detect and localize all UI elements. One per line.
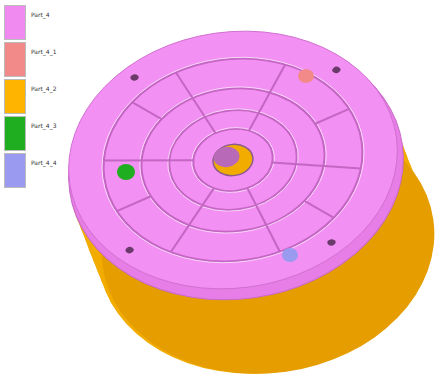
legend-swatch [4,153,26,188]
legend-entry: Part_4_3 [4,116,84,153]
legend-entry: Part_4_2 [4,79,84,116]
legend-entry: Part_4_1 [4,42,84,79]
legend-swatch [4,5,26,40]
legend-swatch [4,42,26,77]
legend-label: Part_4_1 [31,48,56,55]
legend-swatch [4,79,26,114]
part-dot [298,69,314,83]
top-face [52,10,414,310]
legend-entry: Part_4_4 [4,153,84,190]
legend-entry: Part_4 [4,5,84,42]
part-dot [282,248,298,262]
legend-swatch [4,116,26,151]
legend-label: Part_4_4 [31,159,56,166]
legend-label: Part_4 [31,11,50,18]
legend-label: Part_4_3 [31,122,56,129]
legend: Part_4Part_4_1Part_4_2Part_4_3Part_4_4 [4,5,84,190]
part-dot [117,164,135,180]
legend-label: Part_4_2 [31,85,56,92]
